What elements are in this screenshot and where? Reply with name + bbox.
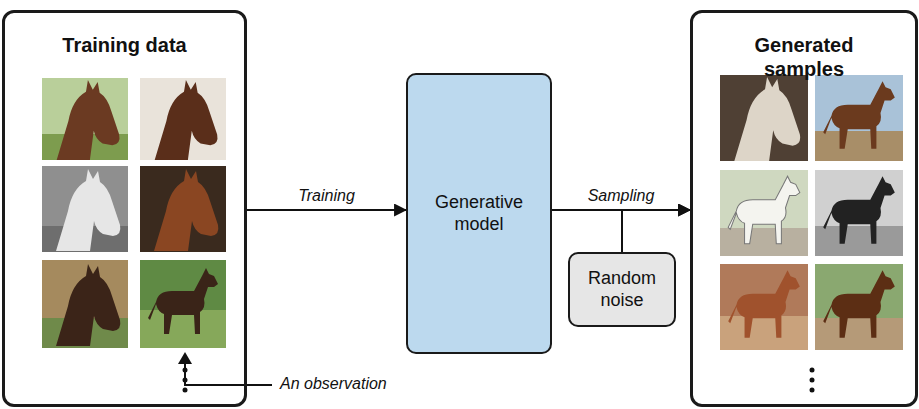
photo-ground [815,226,903,256]
horse-head [57,80,120,160]
model-box: Generative model [406,73,552,354]
photo-background [720,264,808,350]
dot [183,388,188,393]
photo-background [42,260,128,348]
photo-background [815,264,903,350]
horse-figure [823,176,895,244]
horse-photo [140,78,226,160]
horse-head [155,80,218,160]
ellipsis-dots [810,368,815,393]
horse-photo [140,260,226,348]
horse-photo [720,264,808,350]
horse-photo [140,166,226,252]
photo-background [720,75,808,161]
leader-arrowhead [178,352,192,364]
horse-head [154,169,218,251]
box-label: Random noise [579,268,665,311]
horse-figure [728,270,800,338]
horse-photo [815,170,903,256]
horse-figure [148,268,218,334]
panel-heading: Training data [62,33,186,57]
horse-photo [42,166,128,252]
horse-photo [42,78,128,160]
photo-background [140,166,226,252]
photo-background [140,260,226,348]
panel: Generated samples [690,10,918,407]
horse-photo [720,75,808,161]
horse-photo [720,170,808,256]
box-label: Generative model [422,192,536,235]
flow-arrow [622,210,690,252]
horse-photo [815,264,903,350]
dot [810,388,815,393]
edge-label: Training [295,187,358,205]
photo-background [815,170,903,256]
horse-figure [823,81,895,149]
horse-head [56,264,120,346]
horse-photo [42,260,128,348]
photo-ground [815,131,903,161]
photo-background [140,78,226,160]
photo-background [815,75,903,161]
dot [810,368,815,373]
horse-figure [728,176,800,244]
edge-label: Sampling [585,187,658,205]
photo-background [42,78,128,160]
photo-background [720,170,808,256]
photo-ground [720,228,808,256]
photo-background [42,166,128,252]
panel-heading: Generated samples [713,33,895,81]
leader-line [185,362,272,385]
photo-ground [815,318,903,350]
horse-photo [815,75,903,161]
panel: Training data [2,10,247,407]
flow-arrow [247,209,406,211]
noise-box: Random noise [568,252,676,327]
dot [810,378,815,383]
callout-label: An observation [278,375,389,393]
horse-head [734,77,800,161]
horse-head [56,169,120,251]
photo-ground [140,310,226,348]
photo-ground [720,316,808,350]
horse-figure [823,270,895,338]
